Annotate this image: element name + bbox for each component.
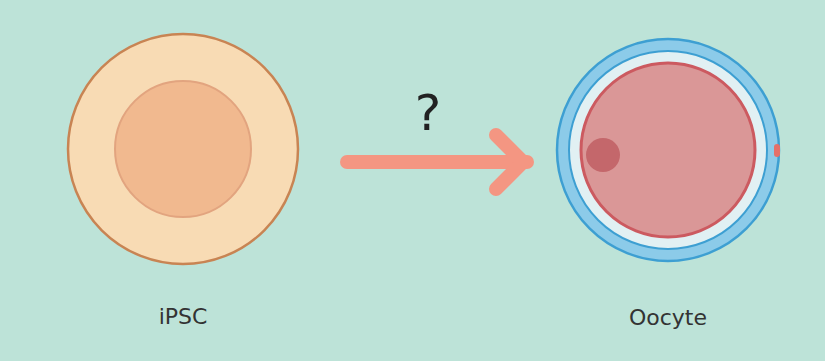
nucleus bbox=[586, 138, 620, 172]
nucleus bbox=[115, 81, 251, 217]
cytoplasm bbox=[581, 63, 755, 237]
perivitelline-space bbox=[569, 51, 767, 249]
edge-label: ? bbox=[415, 88, 442, 138]
cell-label: Oocyte bbox=[490, 305, 825, 330]
zona-pellucida bbox=[557, 39, 779, 261]
polar-body bbox=[774, 144, 780, 157]
cell-label: iPSC bbox=[0, 304, 380, 329]
transition-arrow bbox=[347, 135, 527, 189]
cell-outline bbox=[26, 34, 340, 264]
arrow-head bbox=[496, 135, 523, 189]
cell-outline bbox=[530, 35, 806, 265]
cell-membrane bbox=[68, 34, 298, 264]
oocyte-cell: Oocyte bbox=[530, 35, 806, 265]
stem-cell: iPSC bbox=[26, 34, 340, 264]
arrow-shaft bbox=[347, 155, 527, 169]
